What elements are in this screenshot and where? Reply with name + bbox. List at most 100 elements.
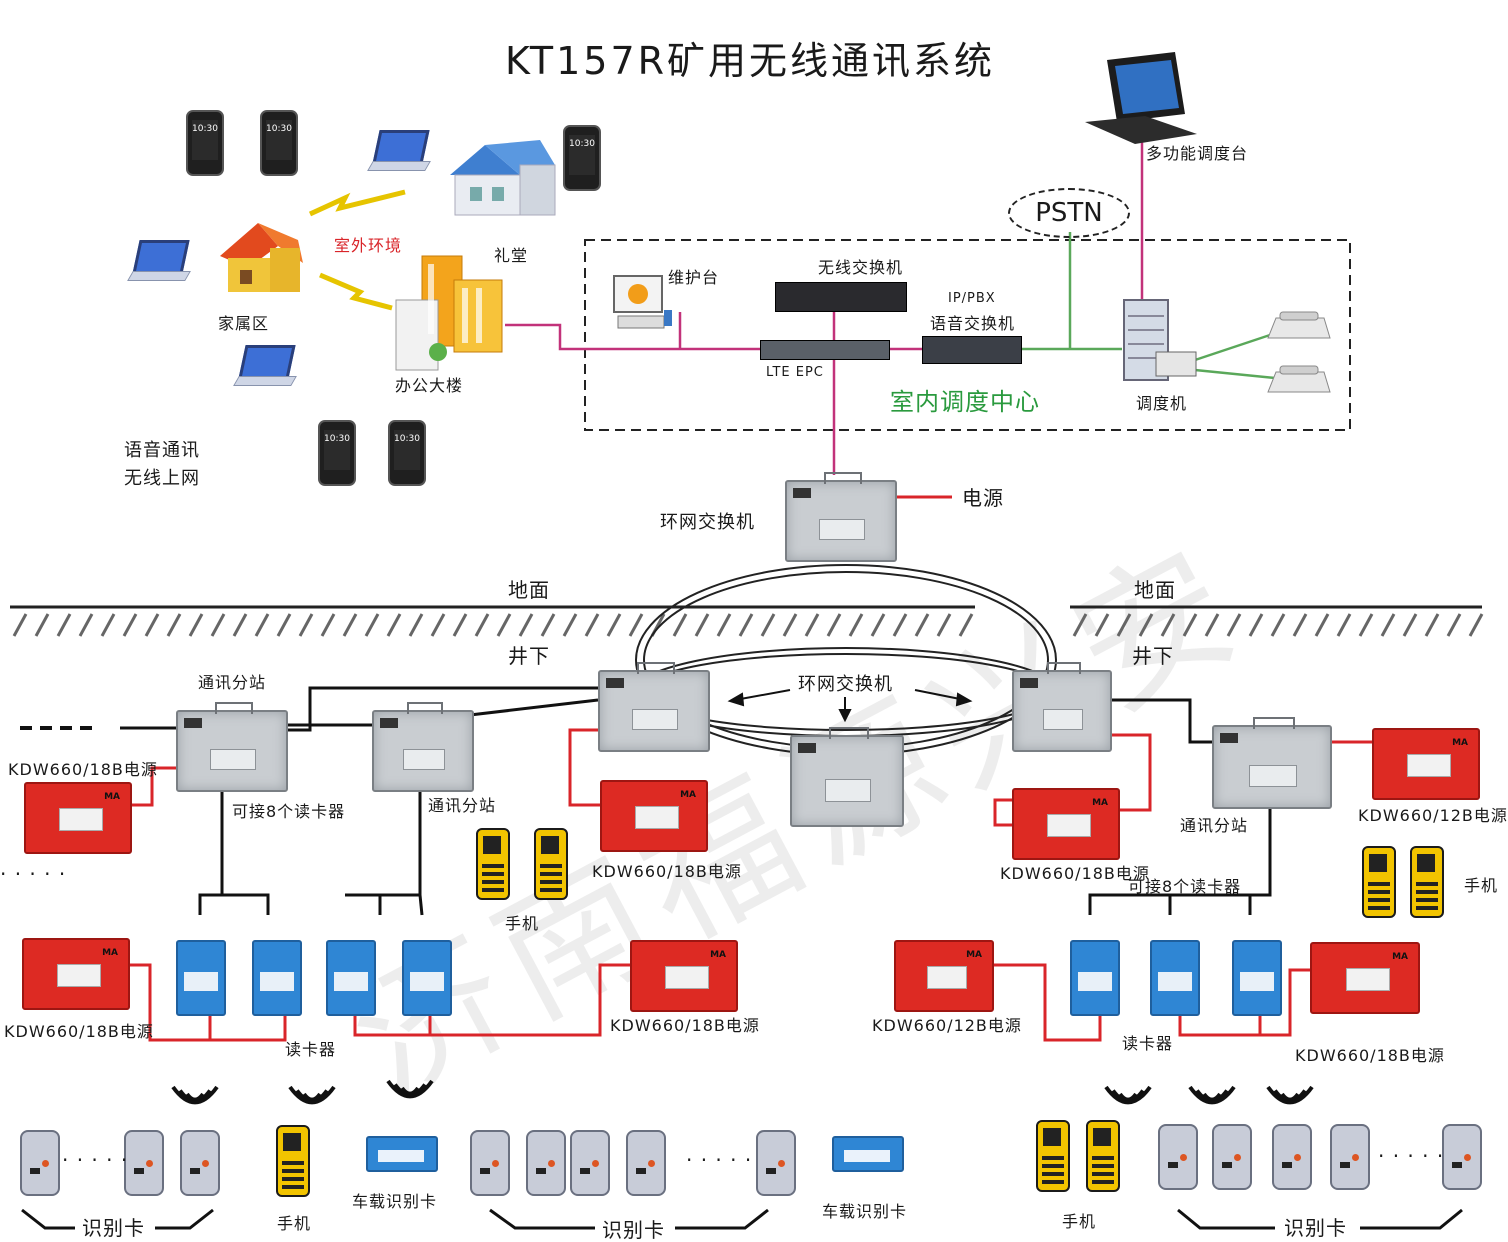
ground-hatch xyxy=(1182,613,1198,637)
laptop-icon xyxy=(127,240,191,284)
power-supply-box: MA xyxy=(24,782,132,854)
id-card-label: 识别卡 xyxy=(82,1216,145,1240)
comm-station-label: 通讯分站 xyxy=(1180,816,1249,835)
wireless-switch-icon xyxy=(775,282,907,312)
card-reader-label: 读卡器 xyxy=(285,1040,337,1059)
id-card-icon xyxy=(626,1130,666,1196)
id-card-icon xyxy=(180,1130,220,1196)
dots: · · · · · xyxy=(686,1148,753,1172)
ground-hatch xyxy=(1424,613,1440,637)
office-building-icon xyxy=(395,255,503,371)
ground-hatch xyxy=(166,613,182,637)
ground-hatch xyxy=(254,613,270,637)
ground-hatch xyxy=(782,613,798,637)
surface-left-label: 地面 xyxy=(508,578,550,602)
ground-hatch xyxy=(1380,613,1396,637)
ground-hatch xyxy=(914,613,930,637)
smartphone-icon: 10:30 xyxy=(563,125,601,191)
ground-hatch xyxy=(1358,613,1374,637)
wireless-switch-label: 无线交换机 xyxy=(818,258,904,277)
handset-label: 手机 xyxy=(505,914,540,933)
ground-hatch xyxy=(78,613,94,637)
power-supply-box: MA xyxy=(22,938,130,1010)
ground-hatch xyxy=(562,613,578,637)
pstn-cloud: PSTN xyxy=(1008,188,1130,238)
ring-switch-top xyxy=(785,472,897,562)
card-reader-box xyxy=(1070,940,1120,1016)
handset-label: 手机 xyxy=(1062,1212,1097,1231)
ground-hatch xyxy=(628,613,644,637)
ground-hatch xyxy=(892,613,908,637)
id-card-icon xyxy=(20,1130,60,1196)
id-card-icon xyxy=(526,1130,566,1196)
wireless-internet-label: 无线上网 xyxy=(124,468,200,489)
id-card-icon xyxy=(756,1130,796,1196)
ring-switch-left xyxy=(598,662,710,752)
dots: · · · · · xyxy=(0,862,67,886)
card-reader-box xyxy=(176,940,226,1016)
wireless-signal-arc xyxy=(1104,1085,1152,1105)
wireless-signal-arc xyxy=(171,1085,219,1105)
miner-handset-icon xyxy=(1036,1120,1070,1192)
lte-epc-label: LTE EPC xyxy=(766,365,824,380)
ground-hatch xyxy=(1226,613,1242,637)
ground-hatch xyxy=(738,613,754,637)
smartphone-icon: 10:30 xyxy=(186,110,224,176)
power-supply-box: MA xyxy=(1012,788,1120,860)
ground-hatch xyxy=(100,613,116,637)
card-reader-box xyxy=(1150,940,1200,1016)
ground-hatch xyxy=(342,613,358,637)
ground-hatch xyxy=(804,613,820,637)
miner-handset-icon xyxy=(1410,846,1444,918)
ground-hatch xyxy=(1292,613,1308,637)
ground-hatch xyxy=(1138,613,1154,637)
comm-station-3 xyxy=(1212,717,1332,809)
handset-label: 手机 xyxy=(277,1214,312,1233)
ground-hatch xyxy=(1314,613,1330,637)
ground-hatch xyxy=(518,613,534,637)
ground-hatch xyxy=(760,613,776,637)
voice-comm-label: 语音通讯 xyxy=(124,440,200,461)
ground-hatch xyxy=(474,613,490,637)
psu-label: KDW660/18B电源 xyxy=(1295,1046,1445,1065)
card-reader-box xyxy=(402,940,452,1016)
card-reader-label: 读卡器 xyxy=(1122,1034,1174,1053)
ground-hatch xyxy=(848,613,864,637)
smartphone-icon: 10:30 xyxy=(388,420,426,486)
ground-hatch xyxy=(496,613,512,637)
dispatch-center-frame xyxy=(584,239,1351,431)
ground-hatch xyxy=(716,613,732,637)
ground-hatch xyxy=(826,613,842,637)
ring-switch-bottom xyxy=(790,727,904,827)
ground-hatch xyxy=(672,613,688,637)
ground-hatch xyxy=(606,613,622,637)
underground-left-label: 井下 xyxy=(508,644,550,668)
ground-hatch xyxy=(122,613,138,637)
psu-label: KDW660/18B电源 xyxy=(8,760,158,779)
smartphone-icon: 10:30 xyxy=(260,110,298,176)
power-label: 电源 xyxy=(962,486,1004,510)
ground-hatch xyxy=(958,613,974,637)
id-card-icon xyxy=(124,1130,164,1196)
ground-hatch xyxy=(936,613,952,637)
console-label: 多功能调度台 xyxy=(1146,144,1249,163)
surface-right-label: 地面 xyxy=(1134,578,1176,602)
outdoor-env-label: 室外环境 xyxy=(334,236,403,255)
vehicle-card-label: 车载识别卡 xyxy=(822,1202,908,1221)
miner-handset-icon xyxy=(276,1125,310,1197)
ground-hatch xyxy=(540,613,556,637)
wireless-signal-arc xyxy=(1266,1085,1314,1105)
dispatch-console-icon xyxy=(1085,52,1197,144)
comm-station-1 xyxy=(176,702,288,792)
psu-label: KDW660/18B电源 xyxy=(4,1022,154,1041)
psu-label: KDW660/12B电源 xyxy=(1358,806,1508,825)
ground-hatch xyxy=(364,613,380,637)
ground-hatch xyxy=(34,613,50,637)
dots: · · · · · xyxy=(1378,1144,1445,1168)
dots: · · · · · xyxy=(62,1148,129,1172)
ground-hatch xyxy=(1446,613,1462,637)
power-supply-box: MA xyxy=(894,940,994,1012)
miner-handset-icon xyxy=(534,828,568,900)
